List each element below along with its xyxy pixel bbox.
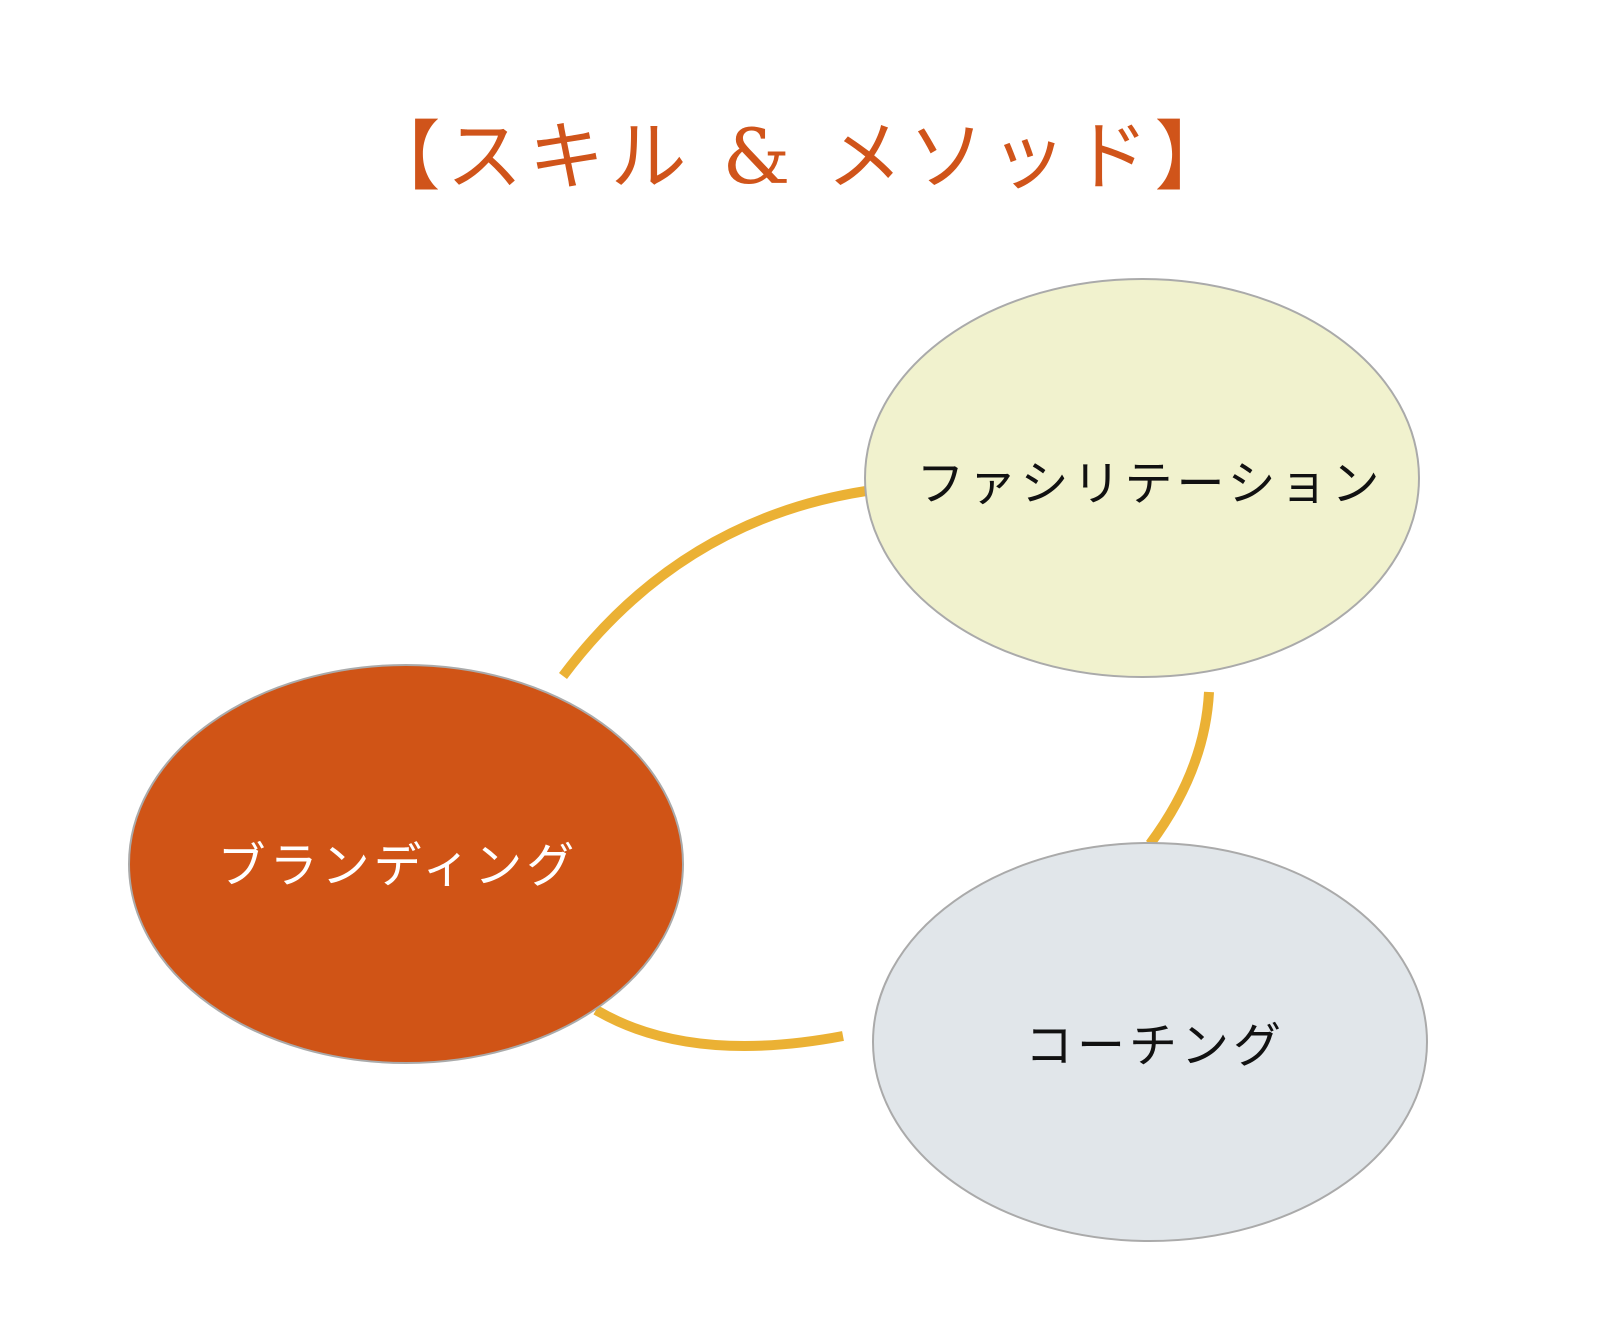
connector-coaching-branding [593,1005,844,1052]
node-coaching: コーチング [872,842,1428,1242]
node-label-facilitation: ファシリテーション [916,456,1383,512]
connector-facilitation-coaching [1145,691,1214,847]
node-branding: ブランディング [128,664,684,1064]
diagram-title: 【スキル & メソッド】 [364,112,1237,201]
node-facilitation: ファシリテーション [864,278,1420,678]
node-label-coaching: コーチング [1025,1018,1285,1074]
node-label-branding: ブランディング [218,838,579,894]
connector-branding-facilitation [559,486,867,680]
